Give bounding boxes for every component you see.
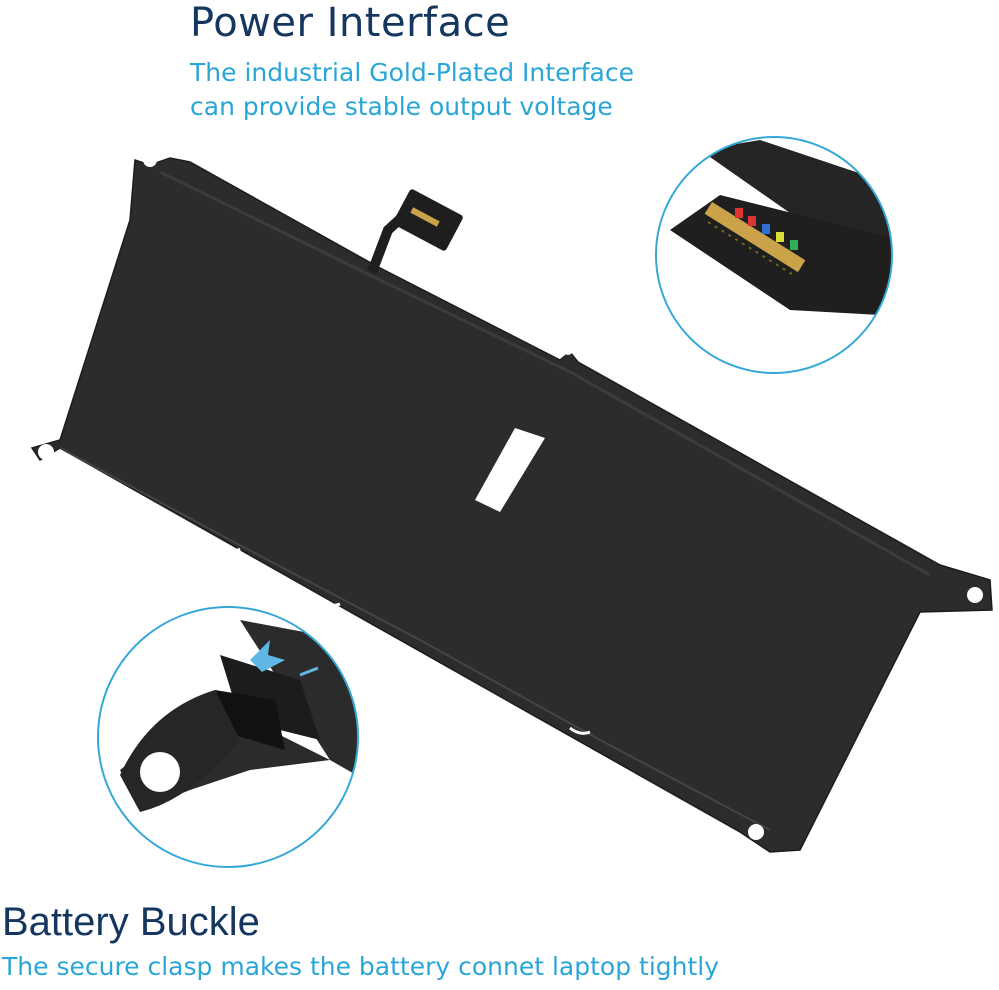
battery-cable — [367, 189, 463, 274]
power-interface-line-1: The industrial Gold-Plated Interface — [190, 58, 634, 87]
power-interface-title: Power Interface — [190, 0, 511, 46]
gold-pins — [704, 201, 806, 277]
battery-buckle-description: The secure clasp makes the battery conne… — [2, 952, 720, 981]
mount-hole-top-left — [143, 153, 157, 167]
connector-zoom-circle — [655, 136, 893, 374]
battery-slot — [475, 428, 545, 512]
mount-hole-bottom — [748, 824, 764, 840]
battery-body — [30, 153, 993, 853]
buckle-zoom-circle — [97, 606, 359, 868]
power-interface-line-2: can provide stable output voltage — [190, 92, 613, 121]
battery-buckle-title: Battery Buckle — [2, 900, 260, 944]
power-interface-description: The industrial Gold-Plated Interface can… — [190, 56, 634, 124]
mount-hole-right — [967, 587, 983, 603]
mount-hole-left — [38, 444, 54, 460]
